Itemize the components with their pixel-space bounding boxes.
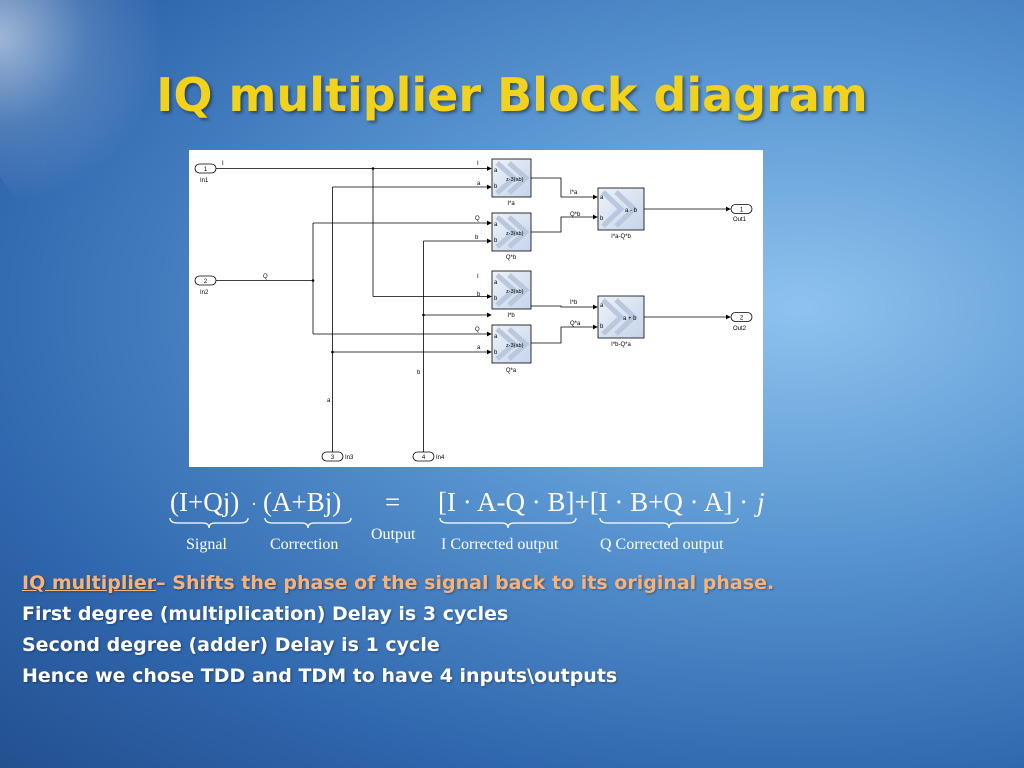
label-i-corrected-output: I Corrected output bbox=[441, 536, 559, 553]
svg-text:In3: In3 bbox=[345, 455, 354, 461]
multiplier-block-ib: a b z-3(ab) I*b I*b bbox=[491, 270, 578, 319]
text-line-3: Second degree (adder) Delay is 1 cycle bbox=[22, 634, 440, 656]
svg-text:b: b bbox=[494, 184, 498, 190]
brace-i-output bbox=[439, 517, 577, 529]
svg-text:b: b bbox=[494, 350, 498, 356]
svg-text:1: 1 bbox=[740, 208, 744, 214]
svg-text:I: I bbox=[477, 161, 479, 167]
signal-label-b: b bbox=[417, 370, 421, 376]
text-line-1: IQ multiplier– Shifts the phase of the s… bbox=[22, 568, 1002, 599]
equation-signal: (I+Qj) bbox=[170, 487, 240, 517]
svg-text:Out2: Out2 bbox=[733, 326, 747, 332]
svg-text:2: 2 bbox=[740, 316, 744, 322]
multiplier-block-ia: a b z-3(ab) I*a I*a bbox=[491, 158, 578, 207]
brace-correction bbox=[264, 517, 352, 529]
label-signal: Signal bbox=[186, 536, 227, 553]
svg-text:Q*b: Q*b bbox=[570, 212, 581, 218]
term-definition: – Shifts the phase of the signal back to… bbox=[156, 572, 775, 594]
svg-text:Q: Q bbox=[475, 216, 480, 222]
brace-q-output bbox=[599, 517, 739, 529]
input-port-in3: 3 In3 bbox=[321, 451, 354, 462]
svg-text:Q*a: Q*a bbox=[570, 321, 581, 327]
svg-text:a: a bbox=[600, 303, 604, 309]
body-text: IQ multiplier– Shifts the phase of the s… bbox=[22, 568, 1002, 692]
svg-text:In2: In2 bbox=[200, 290, 209, 296]
svg-text:I*a: I*a bbox=[570, 190, 578, 196]
svg-text:b: b bbox=[494, 296, 498, 302]
svg-text:a: a bbox=[600, 195, 604, 201]
svg-text:Q*a: Q*a bbox=[506, 368, 517, 374]
svg-text:I*a-Q*b: I*a-Q*b bbox=[611, 234, 631, 240]
signal-label-i: I bbox=[222, 161, 224, 167]
svg-text:a - b: a - b bbox=[625, 208, 638, 214]
svg-text:I*a: I*a bbox=[507, 201, 515, 207]
output-port-out2: 2 Out2 bbox=[730, 312, 753, 332]
input-port-in1: 1 In1 bbox=[194, 163, 217, 184]
svg-text:2: 2 bbox=[204, 279, 208, 285]
svg-text:a: a bbox=[494, 280, 498, 286]
svg-text:Q*b: Q*b bbox=[506, 255, 517, 261]
adder-block-q: a b a + b I*b-Q*a bbox=[597, 295, 645, 348]
label-q-corrected-output: Q Corrected output bbox=[600, 536, 724, 553]
equation-result: [I · A-Q · B]+[I · B+Q · A] · bbox=[438, 487, 749, 517]
svg-text:a: a bbox=[494, 168, 498, 174]
svg-text:3: 3 bbox=[331, 455, 335, 461]
equation-dot: · bbox=[251, 494, 257, 514]
multiplier-block-qb: a b z-3(ab) Q*b Q*b bbox=[491, 212, 581, 261]
signal-wires bbox=[216, 166, 731, 452]
svg-text:z-3(ab): z-3(ab) bbox=[506, 289, 524, 295]
text-line-2: First degree (multiplication) Delay is 3… bbox=[22, 603, 509, 625]
equation-correction: (A+Bj) bbox=[263, 487, 342, 517]
svg-text:b: b bbox=[477, 292, 481, 298]
label-correction: Correction bbox=[270, 536, 339, 553]
svg-text:a: a bbox=[494, 222, 498, 228]
label-output: Output bbox=[371, 526, 416, 543]
svg-text:b: b bbox=[494, 238, 498, 244]
signal-label-q: Q bbox=[263, 274, 268, 280]
multiplier-block-qa: a b z-3(ab) Q*a Q*a bbox=[491, 321, 581, 374]
svg-text:In4: In4 bbox=[436, 455, 445, 461]
equation-equals: = bbox=[385, 487, 401, 517]
svg-text:I*b-Q*a: I*b-Q*a bbox=[611, 342, 631, 348]
adder-block-i: a b a - b I*a-Q*b bbox=[597, 187, 645, 240]
output-port-out1: 1 Out1 bbox=[730, 204, 753, 223]
svg-text:4: 4 bbox=[422, 455, 426, 461]
svg-text:I: I bbox=[477, 274, 479, 280]
svg-text:z-3(ab): z-3(ab) bbox=[506, 231, 524, 237]
svg-text:b: b bbox=[600, 324, 604, 330]
brace-signal bbox=[169, 517, 249, 529]
svg-text:I*b: I*b bbox=[507, 313, 515, 319]
slide-title: IQ multiplier Block diagram bbox=[156, 68, 868, 122]
block-diagram: 1 In1 2 In2 3 In3 4 In4 I Q a b bbox=[189, 150, 763, 467]
signal-label-a: a bbox=[327, 398, 331, 404]
equation-j: j bbox=[757, 487, 765, 517]
text-line-4: Hence we chose TDD and TDM to have 4 inp… bbox=[22, 665, 618, 687]
term-iq-multiplier: IQ multiplier bbox=[22, 572, 157, 594]
svg-text:z-3(ab): z-3(ab) bbox=[506, 343, 524, 349]
svg-text:a + b: a + b bbox=[623, 316, 637, 322]
svg-text:z-3(ab): z-3(ab) bbox=[506, 177, 524, 183]
svg-text:Out1: Out1 bbox=[733, 217, 747, 223]
svg-text:a: a bbox=[477, 181, 481, 187]
svg-text:1: 1 bbox=[204, 167, 208, 173]
input-port-in4: 4 In4 bbox=[412, 451, 445, 462]
svg-text:b: b bbox=[600, 216, 604, 222]
input-port-in2: 2 In2 bbox=[194, 275, 217, 296]
svg-text:In1: In1 bbox=[200, 178, 209, 184]
svg-text:I*b: I*b bbox=[570, 300, 578, 306]
svg-text:a: a bbox=[477, 345, 481, 351]
svg-text:Q: Q bbox=[475, 327, 480, 333]
svg-text:b: b bbox=[475, 235, 479, 241]
svg-text:a: a bbox=[494, 334, 498, 340]
